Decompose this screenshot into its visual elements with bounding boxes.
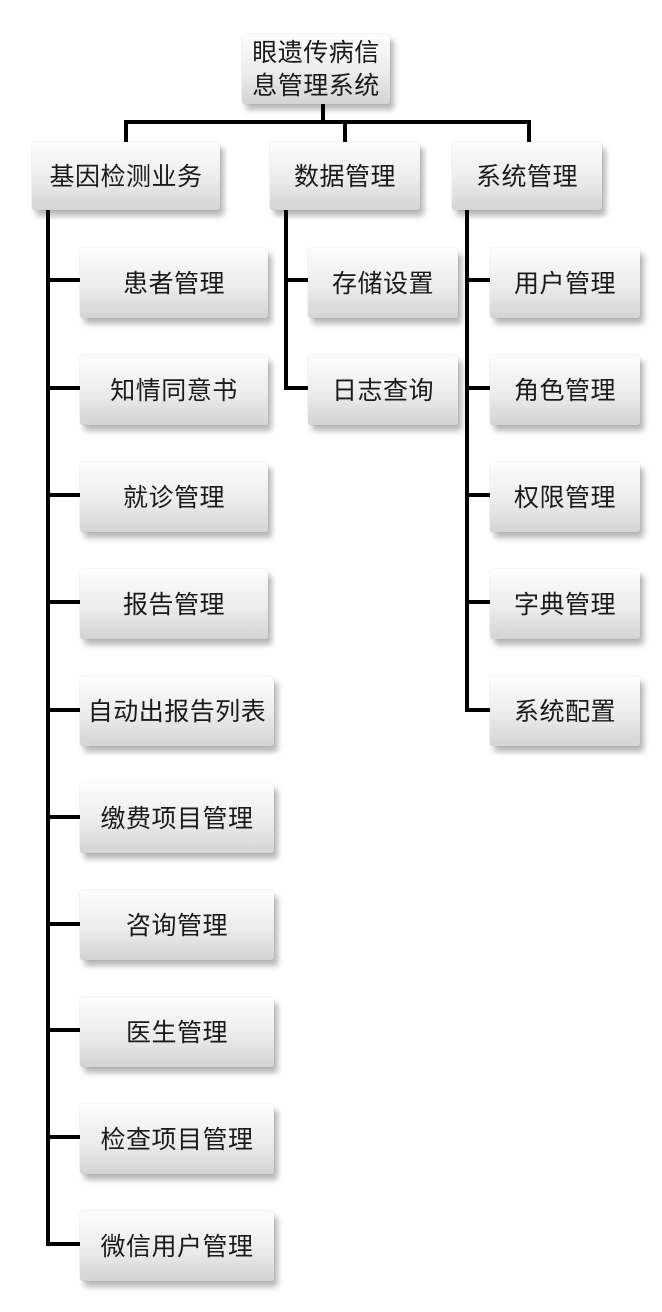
leaf-label: 患者管理 bbox=[122, 268, 225, 298]
branch-label: 基因检测业务 bbox=[49, 161, 203, 191]
root-node: 眼遗传病信息管理系统 bbox=[242, 34, 390, 104]
leaf-label: 微信用户管理 bbox=[100, 1231, 254, 1261]
leaf-label: 报告管理 bbox=[122, 589, 225, 619]
leaf-label: 知情同意书 bbox=[110, 375, 238, 405]
leaf-label: 角色管理 bbox=[513, 375, 616, 405]
leaf-label: 存储设置 bbox=[331, 268, 434, 298]
leaf-node: 日志查询 bbox=[308, 355, 458, 425]
leaf-label: 医生管理 bbox=[125, 1017, 228, 1047]
leaf-label: 用户管理 bbox=[513, 268, 616, 298]
leaf-node: 知情同意书 bbox=[80, 355, 268, 425]
leaf-node: 系统配置 bbox=[490, 676, 640, 746]
leaf-label: 检查项目管理 bbox=[100, 1124, 254, 1154]
leaf-node: 用户管理 bbox=[490, 248, 640, 318]
branch-label: 数据管理 bbox=[293, 161, 396, 191]
leaf-node: 字典管理 bbox=[490, 569, 640, 639]
leaf-label: 系统配置 bbox=[513, 696, 616, 726]
leaf-node: 权限管理 bbox=[490, 462, 640, 532]
leaf-node: 存储设置 bbox=[308, 248, 458, 318]
leaf-node: 就诊管理 bbox=[80, 462, 268, 532]
leaf-label: 日志查询 bbox=[331, 375, 434, 405]
leaf-node: 报告管理 bbox=[80, 569, 268, 639]
leaf-node: 微信用户管理 bbox=[80, 1211, 274, 1281]
leaf-label: 咨询管理 bbox=[125, 910, 228, 940]
leaf-label: 缴费项目管理 bbox=[100, 803, 254, 833]
branch-node-genetic-testing: 基因检测业务 bbox=[32, 142, 220, 210]
branch-node-system-management: 系统管理 bbox=[452, 142, 602, 210]
leaf-node: 缴费项目管理 bbox=[80, 783, 274, 853]
root-node-label: 眼遗传病信息管理系统 bbox=[252, 38, 380, 100]
leaf-node: 患者管理 bbox=[80, 248, 268, 318]
leaf-node: 医生管理 bbox=[80, 997, 274, 1067]
leaf-label: 就诊管理 bbox=[122, 482, 225, 512]
branch-node-data-management: 数据管理 bbox=[270, 142, 420, 210]
leaf-label: 字典管理 bbox=[513, 589, 616, 619]
leaf-label: 权限管理 bbox=[513, 482, 616, 512]
leaf-node: 角色管理 bbox=[490, 355, 640, 425]
branch-label: 系统管理 bbox=[475, 161, 578, 191]
leaf-node: 咨询管理 bbox=[80, 890, 274, 960]
leaf-node: 检查项目管理 bbox=[80, 1104, 274, 1174]
leaf-node: 自动出报告列表 bbox=[80, 676, 274, 746]
leaf-label: 自动出报告列表 bbox=[87, 696, 267, 726]
